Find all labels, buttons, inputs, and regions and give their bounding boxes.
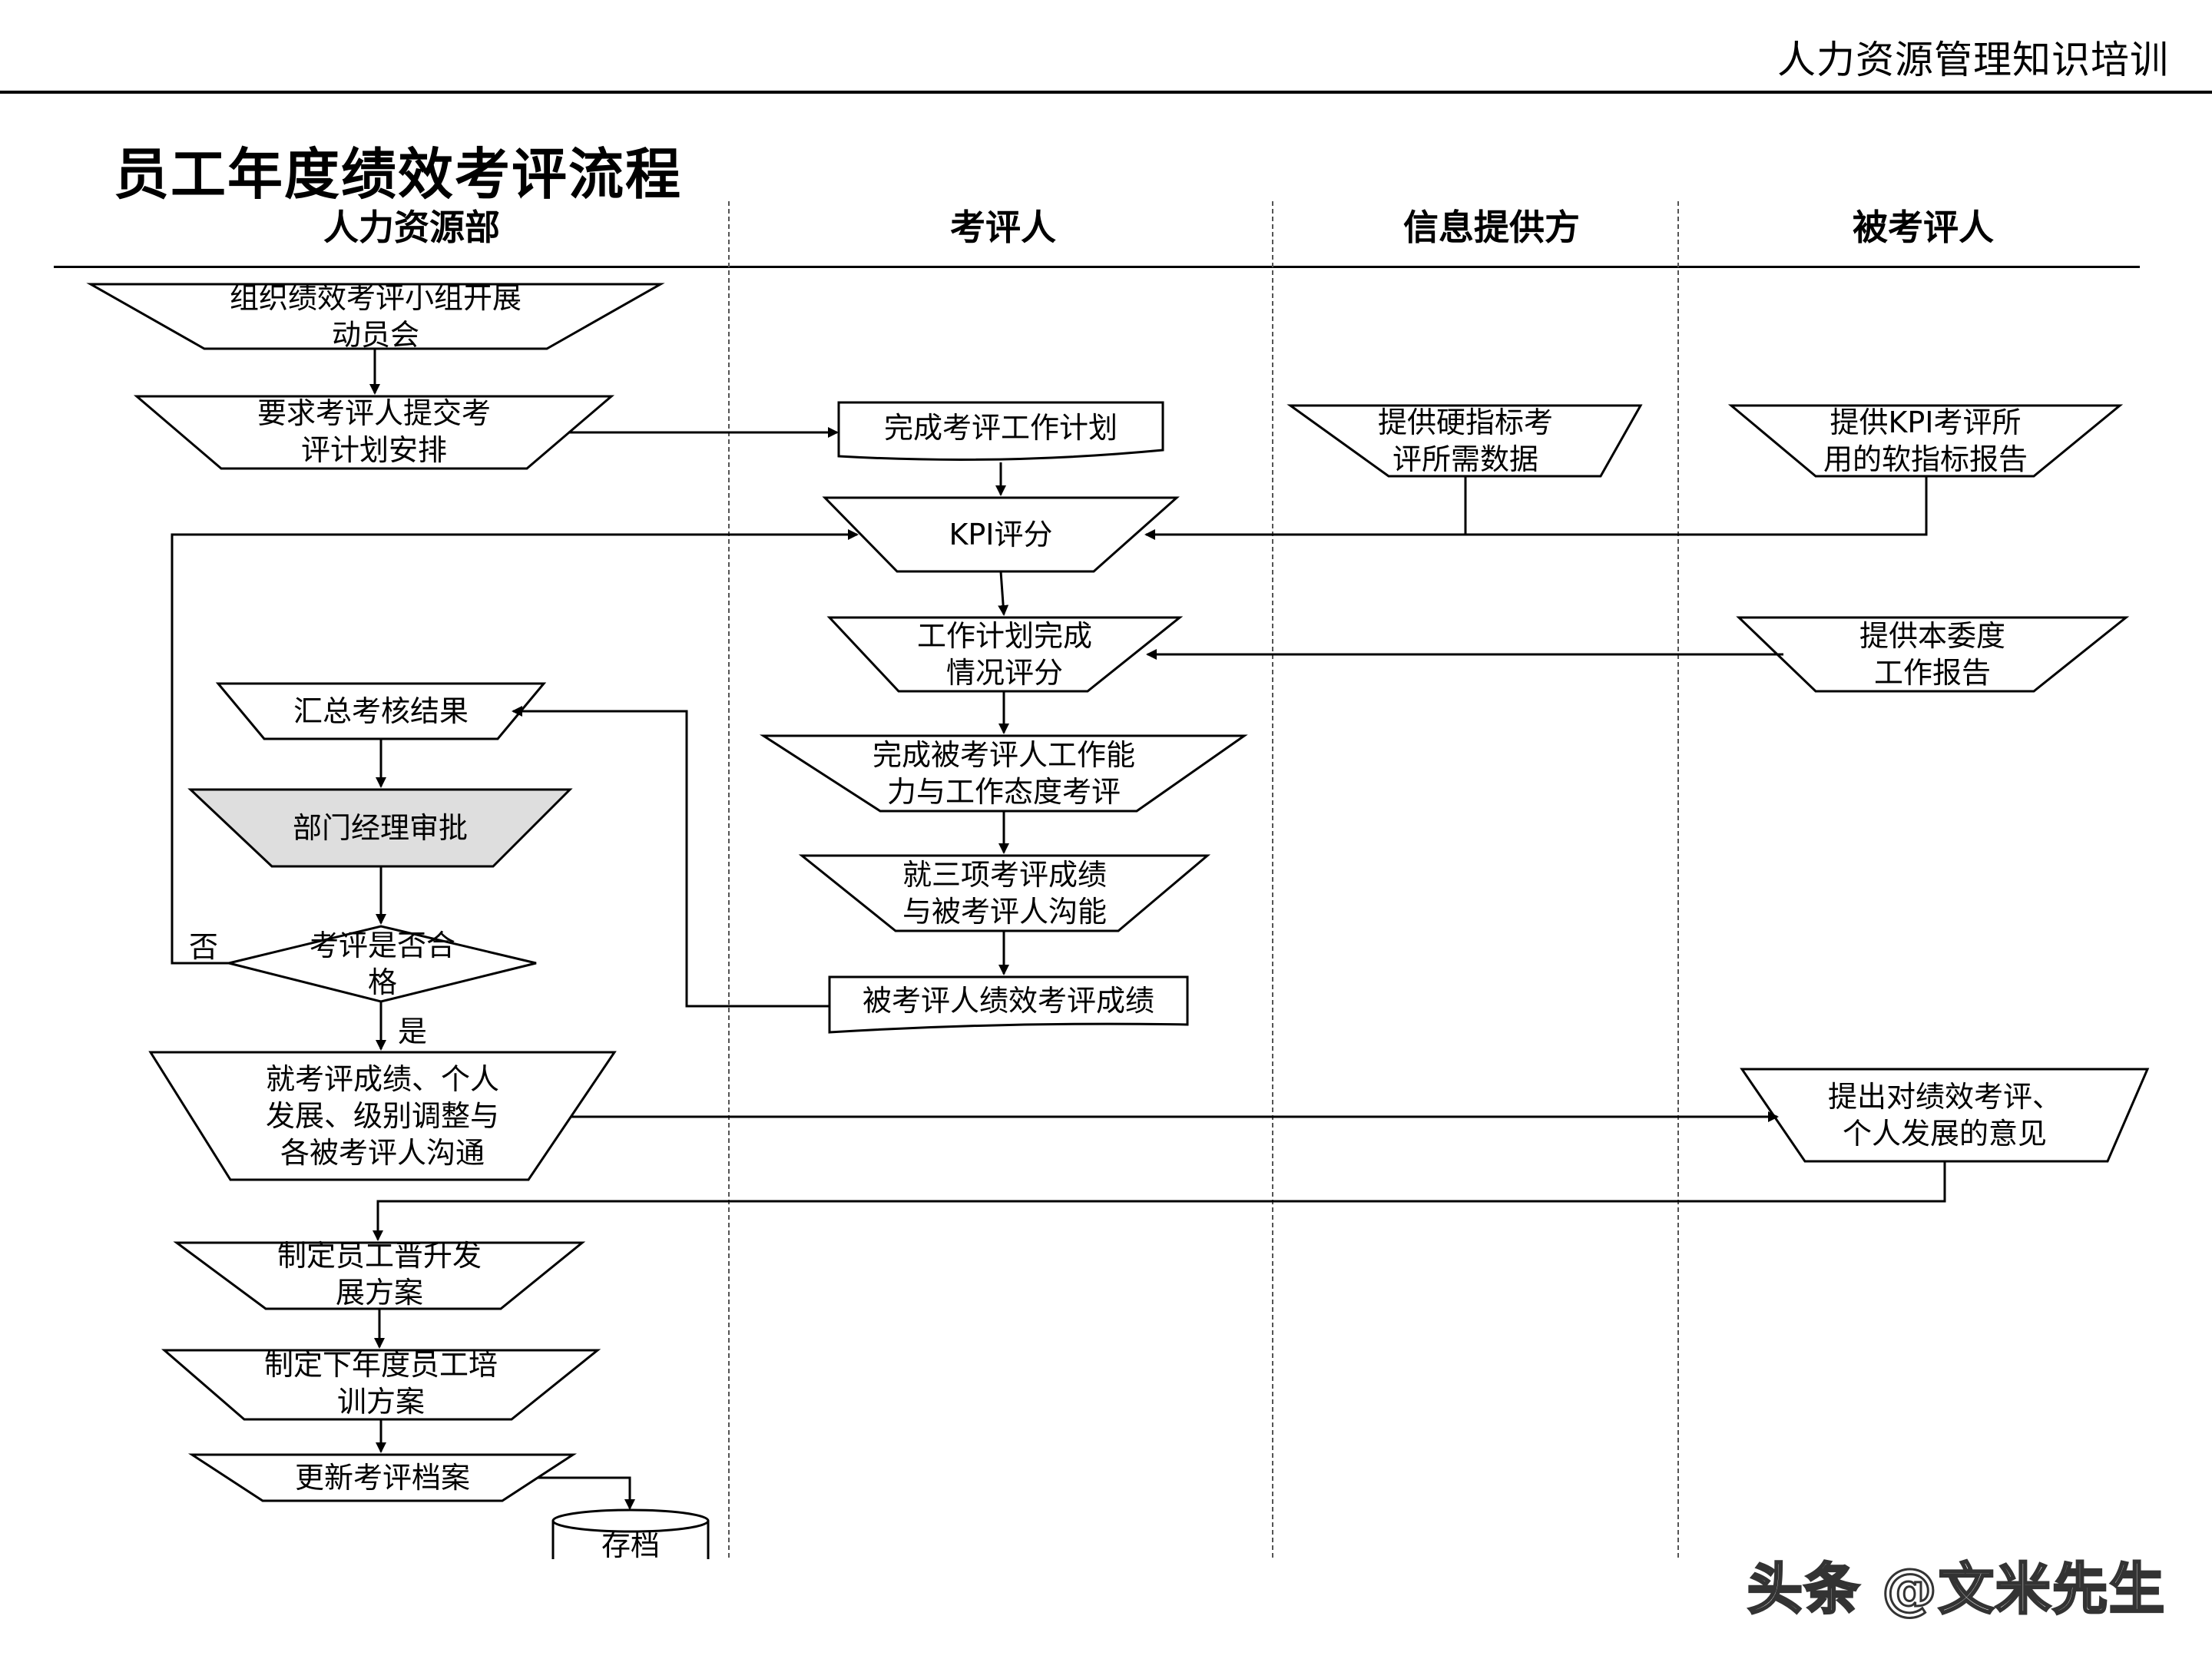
decision-no-label: 否 xyxy=(189,930,219,964)
shape-promotion-plan xyxy=(173,1241,586,1310)
shape-work-plan xyxy=(837,401,1164,461)
lane-header-hr: 人力资源部 xyxy=(323,207,500,248)
lane-header-assessor: 考评人 xyxy=(950,207,1056,248)
node-archive: 存档 xyxy=(601,1528,660,1562)
node-communicate-three: 就三项考评成绩 与被考评人沟能 xyxy=(902,858,1107,929)
lane-header-assessee: 被考评人 xyxy=(1853,207,1994,248)
shape-feedback xyxy=(1740,1068,2150,1163)
lane-divider-2 xyxy=(1272,201,1273,1558)
shape-final-score xyxy=(828,975,1189,1034)
shape-summary xyxy=(215,682,547,740)
shape-communicate-three xyxy=(798,854,1211,932)
node-self-report: 提供本委度 工作报告 xyxy=(1859,619,2005,690)
shape-communicate-all xyxy=(148,1051,617,1181)
node-plan-score: 工作计划完成 情况评分 xyxy=(916,619,1092,690)
lane-divider-1 xyxy=(728,201,730,1558)
node-dept-approval: 部门经理审批 xyxy=(292,811,468,845)
node-kpi-score: KPI评分 xyxy=(949,518,1053,551)
node-promotion-plan: 制定员工晋升发 展方案 xyxy=(276,1239,482,1310)
node-request-plan: 要求考评人提交考 评计划安排 xyxy=(257,396,491,467)
watermark: 头条 @文米先生 xyxy=(1746,1556,2166,1623)
node-hard-data: 提供硬指标考 评所需数据 xyxy=(1377,406,1553,476)
shape-request-plan xyxy=(133,395,615,470)
node-update-archive: 更新考评档案 xyxy=(294,1461,470,1495)
shape-self-report xyxy=(1736,616,2130,693)
shape-decision xyxy=(228,925,537,1003)
node-training-plan: 制定下年度员工培 训方案 xyxy=(263,1348,498,1419)
decision-yes-label: 是 xyxy=(398,1015,428,1048)
node-work-plan: 完成考评工作计划 xyxy=(883,411,1118,445)
lane-header-rule xyxy=(54,266,2140,268)
shape-plan-score xyxy=(826,616,1184,693)
node-summary: 汇总考核结果 xyxy=(293,694,469,728)
node-ability-score: 完成被考评人工作能 力与工作态度考评 xyxy=(872,738,1135,809)
shape-training-plan xyxy=(161,1349,601,1421)
shape-update-archive xyxy=(187,1453,578,1502)
page-title: 员工年度绩效考评流程 xyxy=(114,142,683,207)
node-communicate-all: 就考评成绩、个人 发展、级别调整与 各被考评人沟通 xyxy=(265,1062,499,1170)
header-divider xyxy=(0,91,2212,94)
shape-kpi-score xyxy=(822,496,1180,573)
node-kickoff: 组织绩效考评小组开展 动员会 xyxy=(229,281,522,352)
node-kpi-report: 提供KPI考评所 用的软指标报告 xyxy=(1823,406,2028,476)
shape-ability-score xyxy=(759,734,1248,813)
node-decision: 考评是否合 格 xyxy=(309,929,455,999)
lane-divider-3 xyxy=(1677,201,1679,1558)
shape-kickoff xyxy=(86,283,665,350)
shape-dept-approval xyxy=(187,788,573,868)
shape-archive-cylinder xyxy=(551,1508,710,1559)
node-final-score: 被考评人绩效考评成绩 xyxy=(862,984,1154,1018)
header-text: 人力资源管理知识培训 xyxy=(1777,38,2169,82)
shape-kpi-report xyxy=(1727,404,2124,478)
shape-hard-data xyxy=(1286,404,1643,478)
lane-header-info-provider: 信息提供方 xyxy=(1403,207,1580,248)
node-feedback: 提出对绩效考评、 个人发展的意见 xyxy=(1827,1080,2061,1151)
